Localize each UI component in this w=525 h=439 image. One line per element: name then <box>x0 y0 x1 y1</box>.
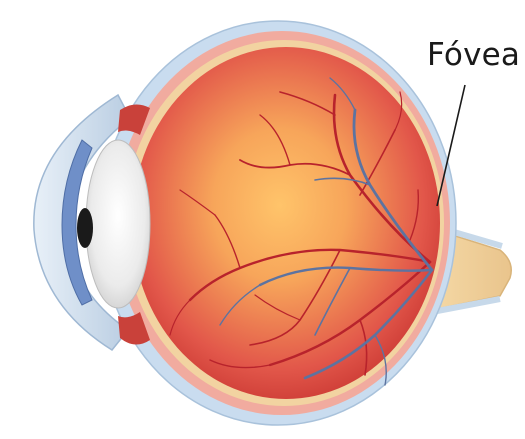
pupil <box>77 208 93 248</box>
vitreous-interior <box>132 47 440 399</box>
fovea-label: Fóvea <box>427 40 520 71</box>
lens <box>86 140 150 308</box>
